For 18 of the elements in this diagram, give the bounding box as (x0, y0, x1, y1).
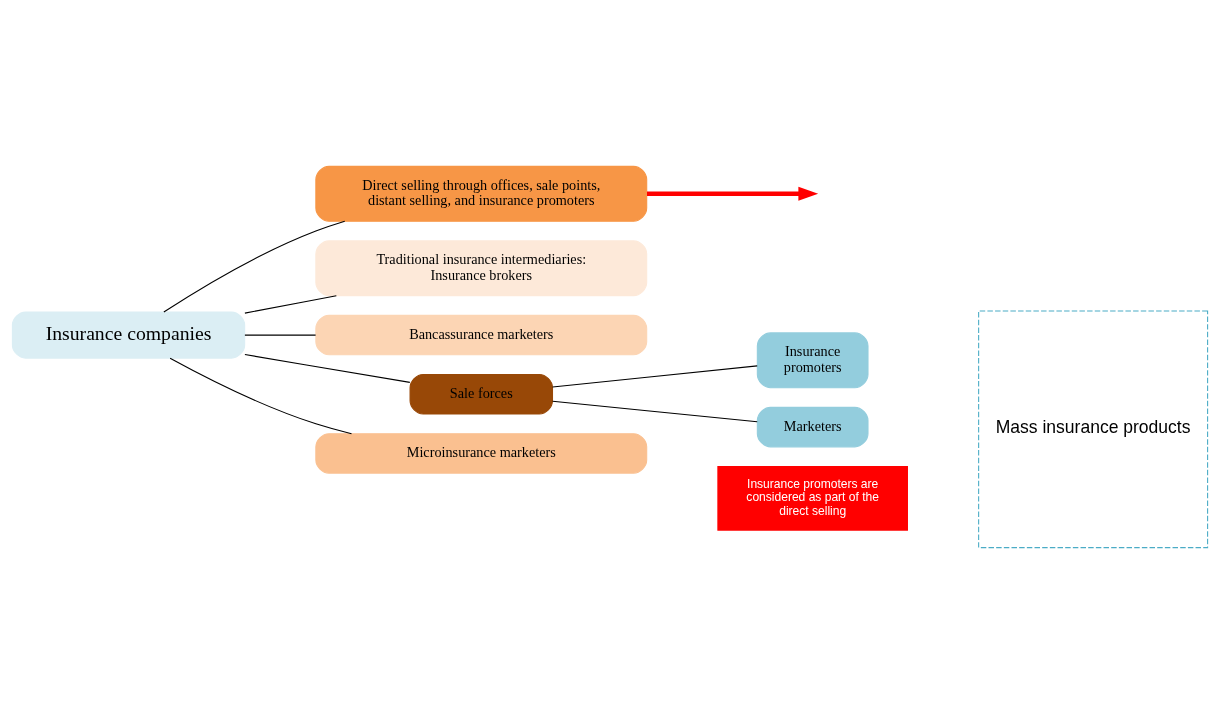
arrow (646, 186, 819, 201)
node-box: Sale forces (409, 373, 554, 415)
connector (163, 220, 346, 313)
node-box: Mass insurance products (978, 310, 1209, 549)
node-box: Insurance promoters are considered as part of the direct selling (717, 466, 908, 531)
node-box: Traditional insurance intermediaries: Insurance brokers (315, 240, 648, 297)
connector (244, 295, 337, 314)
connector (244, 354, 411, 383)
connector (552, 365, 758, 388)
node-box: Insurance companies (11, 311, 246, 359)
node-box: Bancassurance marketers (315, 314, 648, 356)
node-box: Marketers (756, 406, 869, 448)
node-box: Microinsurance marketers (315, 433, 648, 474)
node-box: Insurance promoters (756, 332, 869, 389)
node-box: Direct selling through offices, sale points, distant selling, and insurance promoters (315, 165, 648, 222)
connector (169, 357, 353, 435)
connector (244, 334, 317, 336)
connector (552, 400, 758, 423)
